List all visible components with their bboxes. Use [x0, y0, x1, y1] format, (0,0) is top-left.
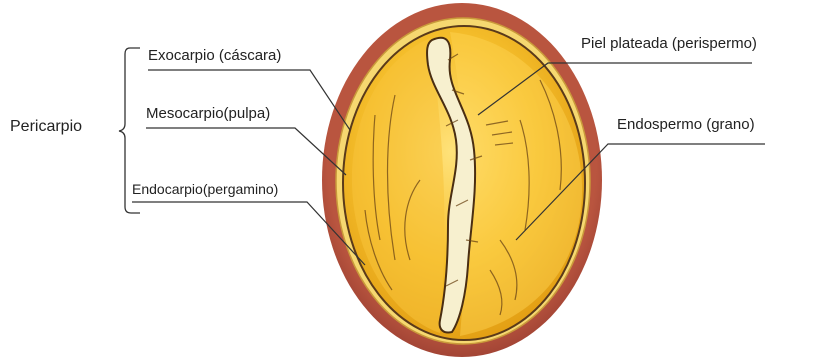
- label-exocarpio: Exocarpio (cáscara): [148, 47, 281, 65]
- label-mesocarpio: Mesocarpio(pulpa): [146, 105, 270, 123]
- leader-mesocarpio: [146, 128, 346, 175]
- label-pericarpio: Pericarpio: [10, 118, 82, 136]
- label-piel-plateada: Piel plateada (perispermo): [581, 35, 757, 53]
- label-endocarpio: Endocarpio(pergamino): [132, 180, 278, 198]
- label-endospermo: Endospermo (grano): [617, 116, 755, 134]
